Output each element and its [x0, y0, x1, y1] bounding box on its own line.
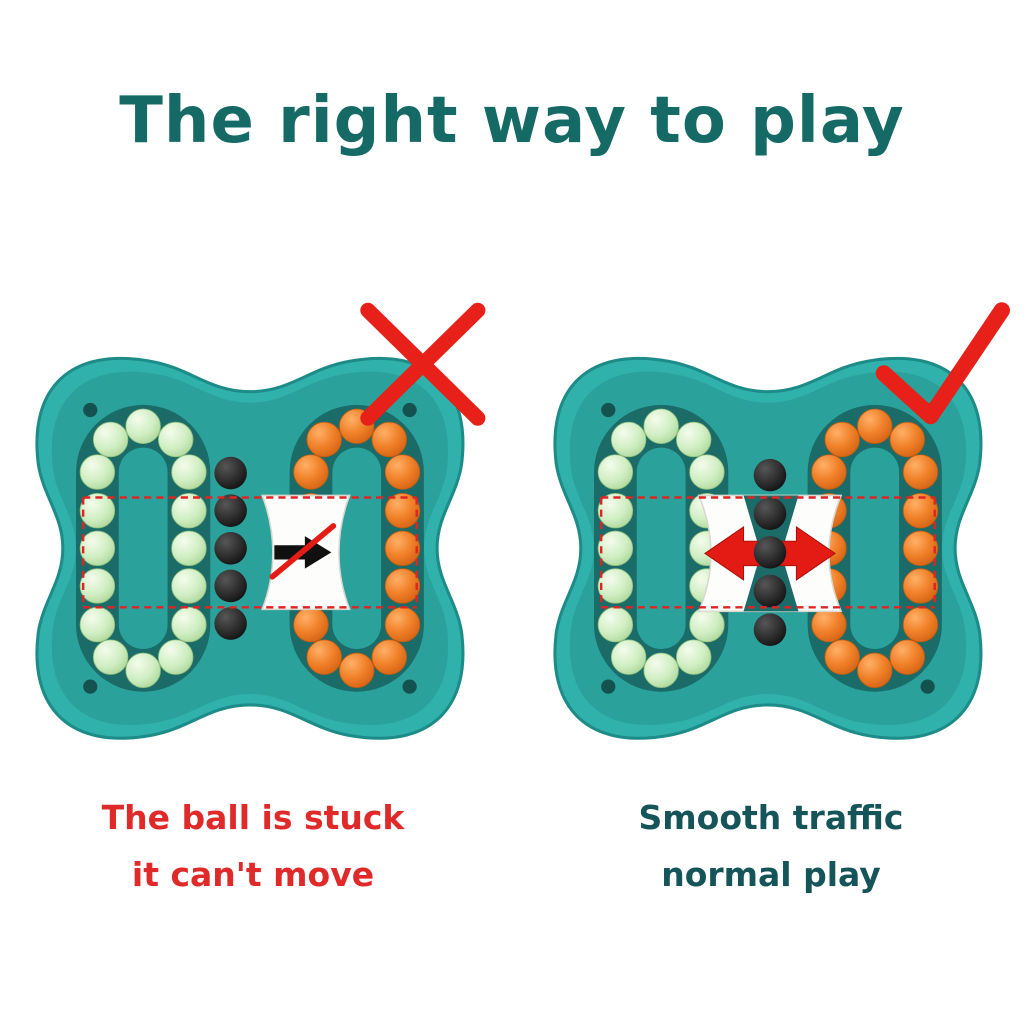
black-beads [214, 456, 247, 640]
toy-body [553, 356, 983, 740]
green-beads [79, 408, 207, 689]
caption-right-line1: Smooth traffic [638, 798, 904, 837]
figure-right: Smooth traffic normal play [532, 300, 1010, 904]
caption-right: Smooth traffic normal play [639, 790, 904, 904]
caption-wrong-line2: it can't move [131, 854, 375, 894]
dashed-row-outline [599, 496, 936, 609]
caption-wrong-line1: The ball is stuck [101, 798, 405, 837]
cross-icon [360, 302, 486, 426]
black-beads [753, 458, 787, 646]
orange-beads [811, 408, 939, 689]
dashed-row-outline [81, 496, 418, 609]
figures-row: The ball is stuck it can't move [0, 300, 1024, 904]
caption-wrong: The ball is stuck it can't move [102, 790, 405, 904]
blocked-arrow-icon [269, 523, 337, 580]
toy-body [35, 356, 465, 740]
page-title: The right way to play [119, 84, 905, 158]
figure-wrong: The ball is stuck it can't move [14, 300, 492, 904]
check-icon [875, 302, 1010, 425]
toy-stuck-illustration [35, 302, 486, 740]
screws [83, 402, 417, 694]
toy-smooth-illustration [553, 302, 1010, 740]
caption-right-line2: normal play [661, 854, 881, 894]
